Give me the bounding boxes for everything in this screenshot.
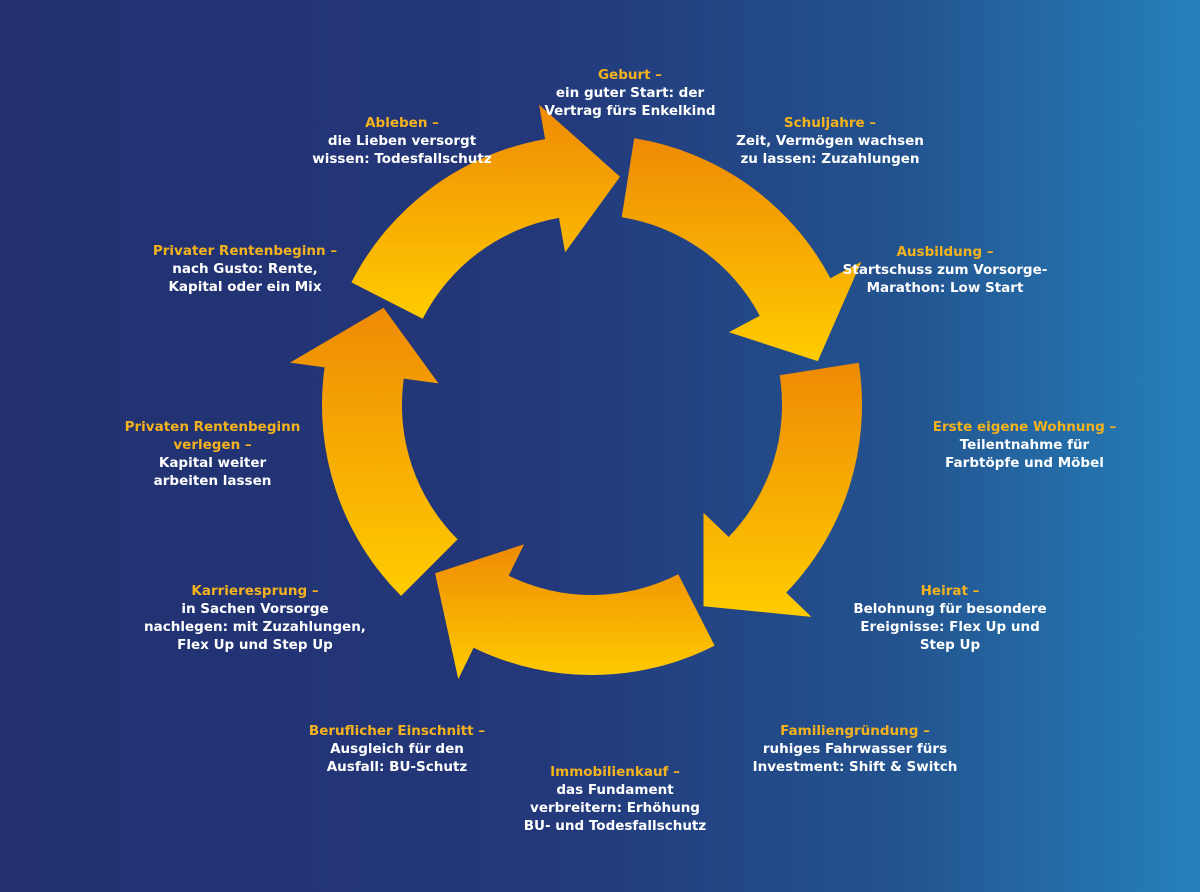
stage-description: ruhiges Fahrwasser fürs Investment: Shif…: [752, 741, 958, 775]
label-death: Ableben – die Lieben versorgt wissen: To…: [302, 114, 502, 168]
label-first-apartment: Erste eigene Wohnung – Teilentnahme für …: [922, 418, 1127, 472]
cycle-arrow-5: [290, 307, 458, 596]
label-real-estate: Immobilienkauf – das Fundament verbreite…: [515, 763, 715, 835]
stage-description: Belohnung für besondere Ereignisse: Flex…: [853, 601, 1047, 653]
cycle-arrow-2: [621, 138, 862, 362]
label-education: Ausbildung – Startschuss zum Vorsorge- M…: [840, 243, 1050, 297]
stage-title: Privaten Rentenbeginn verlegen –: [124, 419, 301, 453]
stage-title: Geburt –: [597, 67, 663, 83]
label-career-jump: Karrieresprung – in Sachen Vorsorge nach…: [140, 582, 370, 654]
stage-description: Startschuss zum Vorsorge- Marathon: Low …: [842, 262, 1048, 296]
stage-description: ein guter Start: der Vertrag fürs Enkelk…: [544, 85, 716, 119]
label-marriage: Heirat – Belohnung für besondere Ereigni…: [845, 582, 1055, 654]
stage-description: die Lieben versorgt wissen: Todesfallsch…: [312, 133, 492, 167]
stage-description: Ausgleich für den Ausfall: BU-Schutz: [326, 741, 468, 775]
stage-description: Zeit, Vermögen wachsen zu lassen: Zuzahl…: [736, 133, 924, 167]
stage-title: Privater Rentenbeginn –: [152, 243, 338, 259]
label-postpone-retirement: Privaten Rentenbeginn verlegen – Kapital…: [120, 418, 305, 490]
cycle-arrow-4: [435, 544, 715, 680]
stage-title: Beruflicher Einschnitt –: [308, 723, 486, 739]
label-school-years: Schuljahre – Zeit, Vermögen wachsen zu l…: [730, 114, 930, 168]
stage-title: Heirat –: [920, 583, 980, 599]
stage-description: Kapital weiter arbeiten lassen: [153, 455, 272, 489]
stage-description: Teilentnahme für Farbtöpfe und Möbel: [945, 437, 1104, 471]
stage-description: nach Gusto: Rente, Kapital oder ein Mix: [168, 261, 322, 295]
stage-title: Schuljahre –: [783, 115, 877, 131]
label-retirement-start: Privater Rentenbeginn – nach Gusto: Rent…: [140, 242, 350, 296]
stage-title: Ableben –: [365, 115, 439, 131]
stage-description: in Sachen Vorsorge nachlegen: mit Zuzahl…: [144, 601, 366, 653]
stage-title: Erste eigene Wohnung –: [932, 419, 1117, 435]
label-family-founding: Familiengründung – ruhiges Fahrwasser fü…: [750, 722, 960, 776]
stage-description: das Fundament verbreitern: Erhöhung BU- …: [523, 782, 707, 834]
stage-title: Immobilienkauf –: [550, 764, 680, 780]
label-birth: Geburt – ein guter Start: der Vertrag fü…: [530, 66, 730, 120]
stage-title: Karrieresprung –: [191, 583, 319, 599]
cycle-arrow-1: [351, 104, 620, 319]
label-career-break: Beruflicher Einschnitt – Ausgleich für d…: [297, 722, 497, 776]
cycle-arrow-3: [703, 362, 863, 617]
stage-title: Familiengründung –: [780, 723, 930, 739]
stage-title: Ausbildung –: [896, 244, 994, 260]
